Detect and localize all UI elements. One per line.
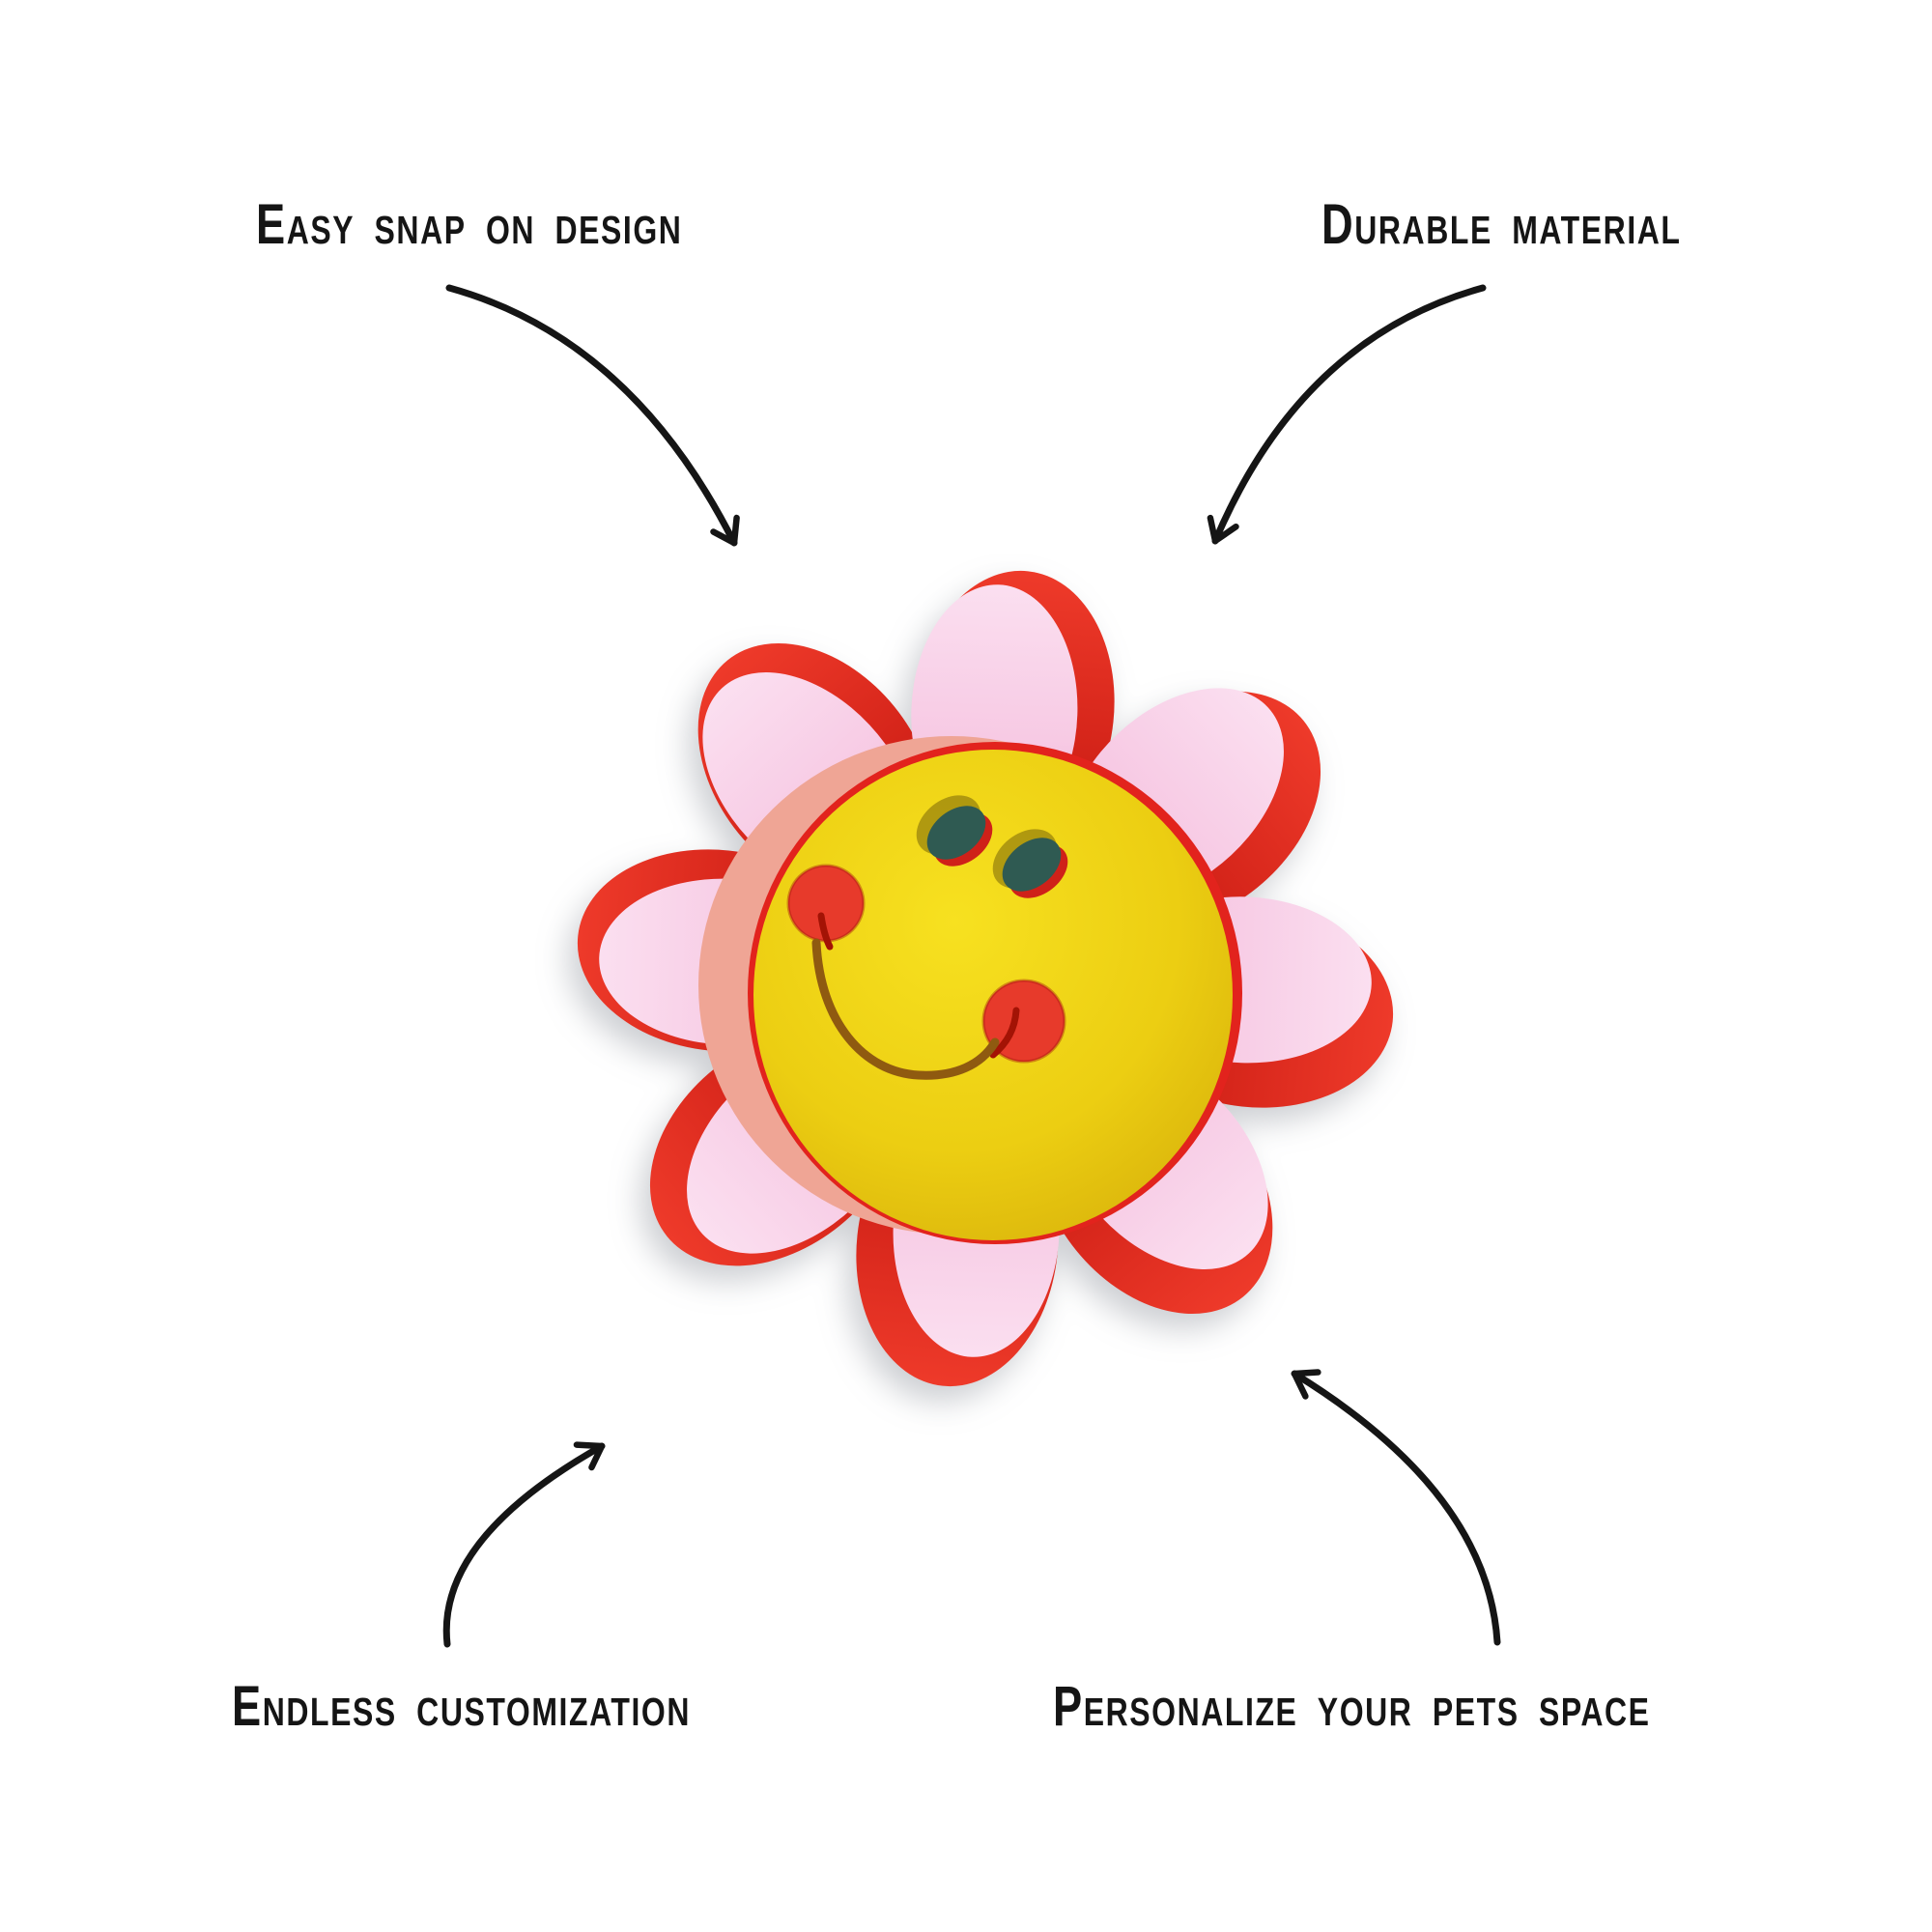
- arrow-top-right-icon: [1207, 284, 1487, 545]
- left-eye-icon: [926, 806, 986, 860]
- face-features: [786, 795, 1068, 1080]
- smile-line: [811, 938, 1000, 1080]
- arrow-bottom-right-icon: [1291, 1369, 1501, 1646]
- feature-label-durable: Durable material: [1321, 193, 1682, 256]
- feature-label-personalize: Personalize your pets space: [1053, 1675, 1651, 1738]
- arrow-top-left-icon: [445, 284, 740, 547]
- feature-label-customization: Endless customization: [232, 1675, 691, 1738]
- left-cheek-line: [817, 912, 834, 951]
- product-image-flower-charm: [577, 570, 1394, 1387]
- right-cheek-line: [989, 1007, 1020, 1059]
- arrow-bottom-left-icon: [442, 1441, 606, 1648]
- feature-label-easy-snap: Easy snap on design: [256, 193, 683, 256]
- right-eye-icon: [1002, 838, 1062, 892]
